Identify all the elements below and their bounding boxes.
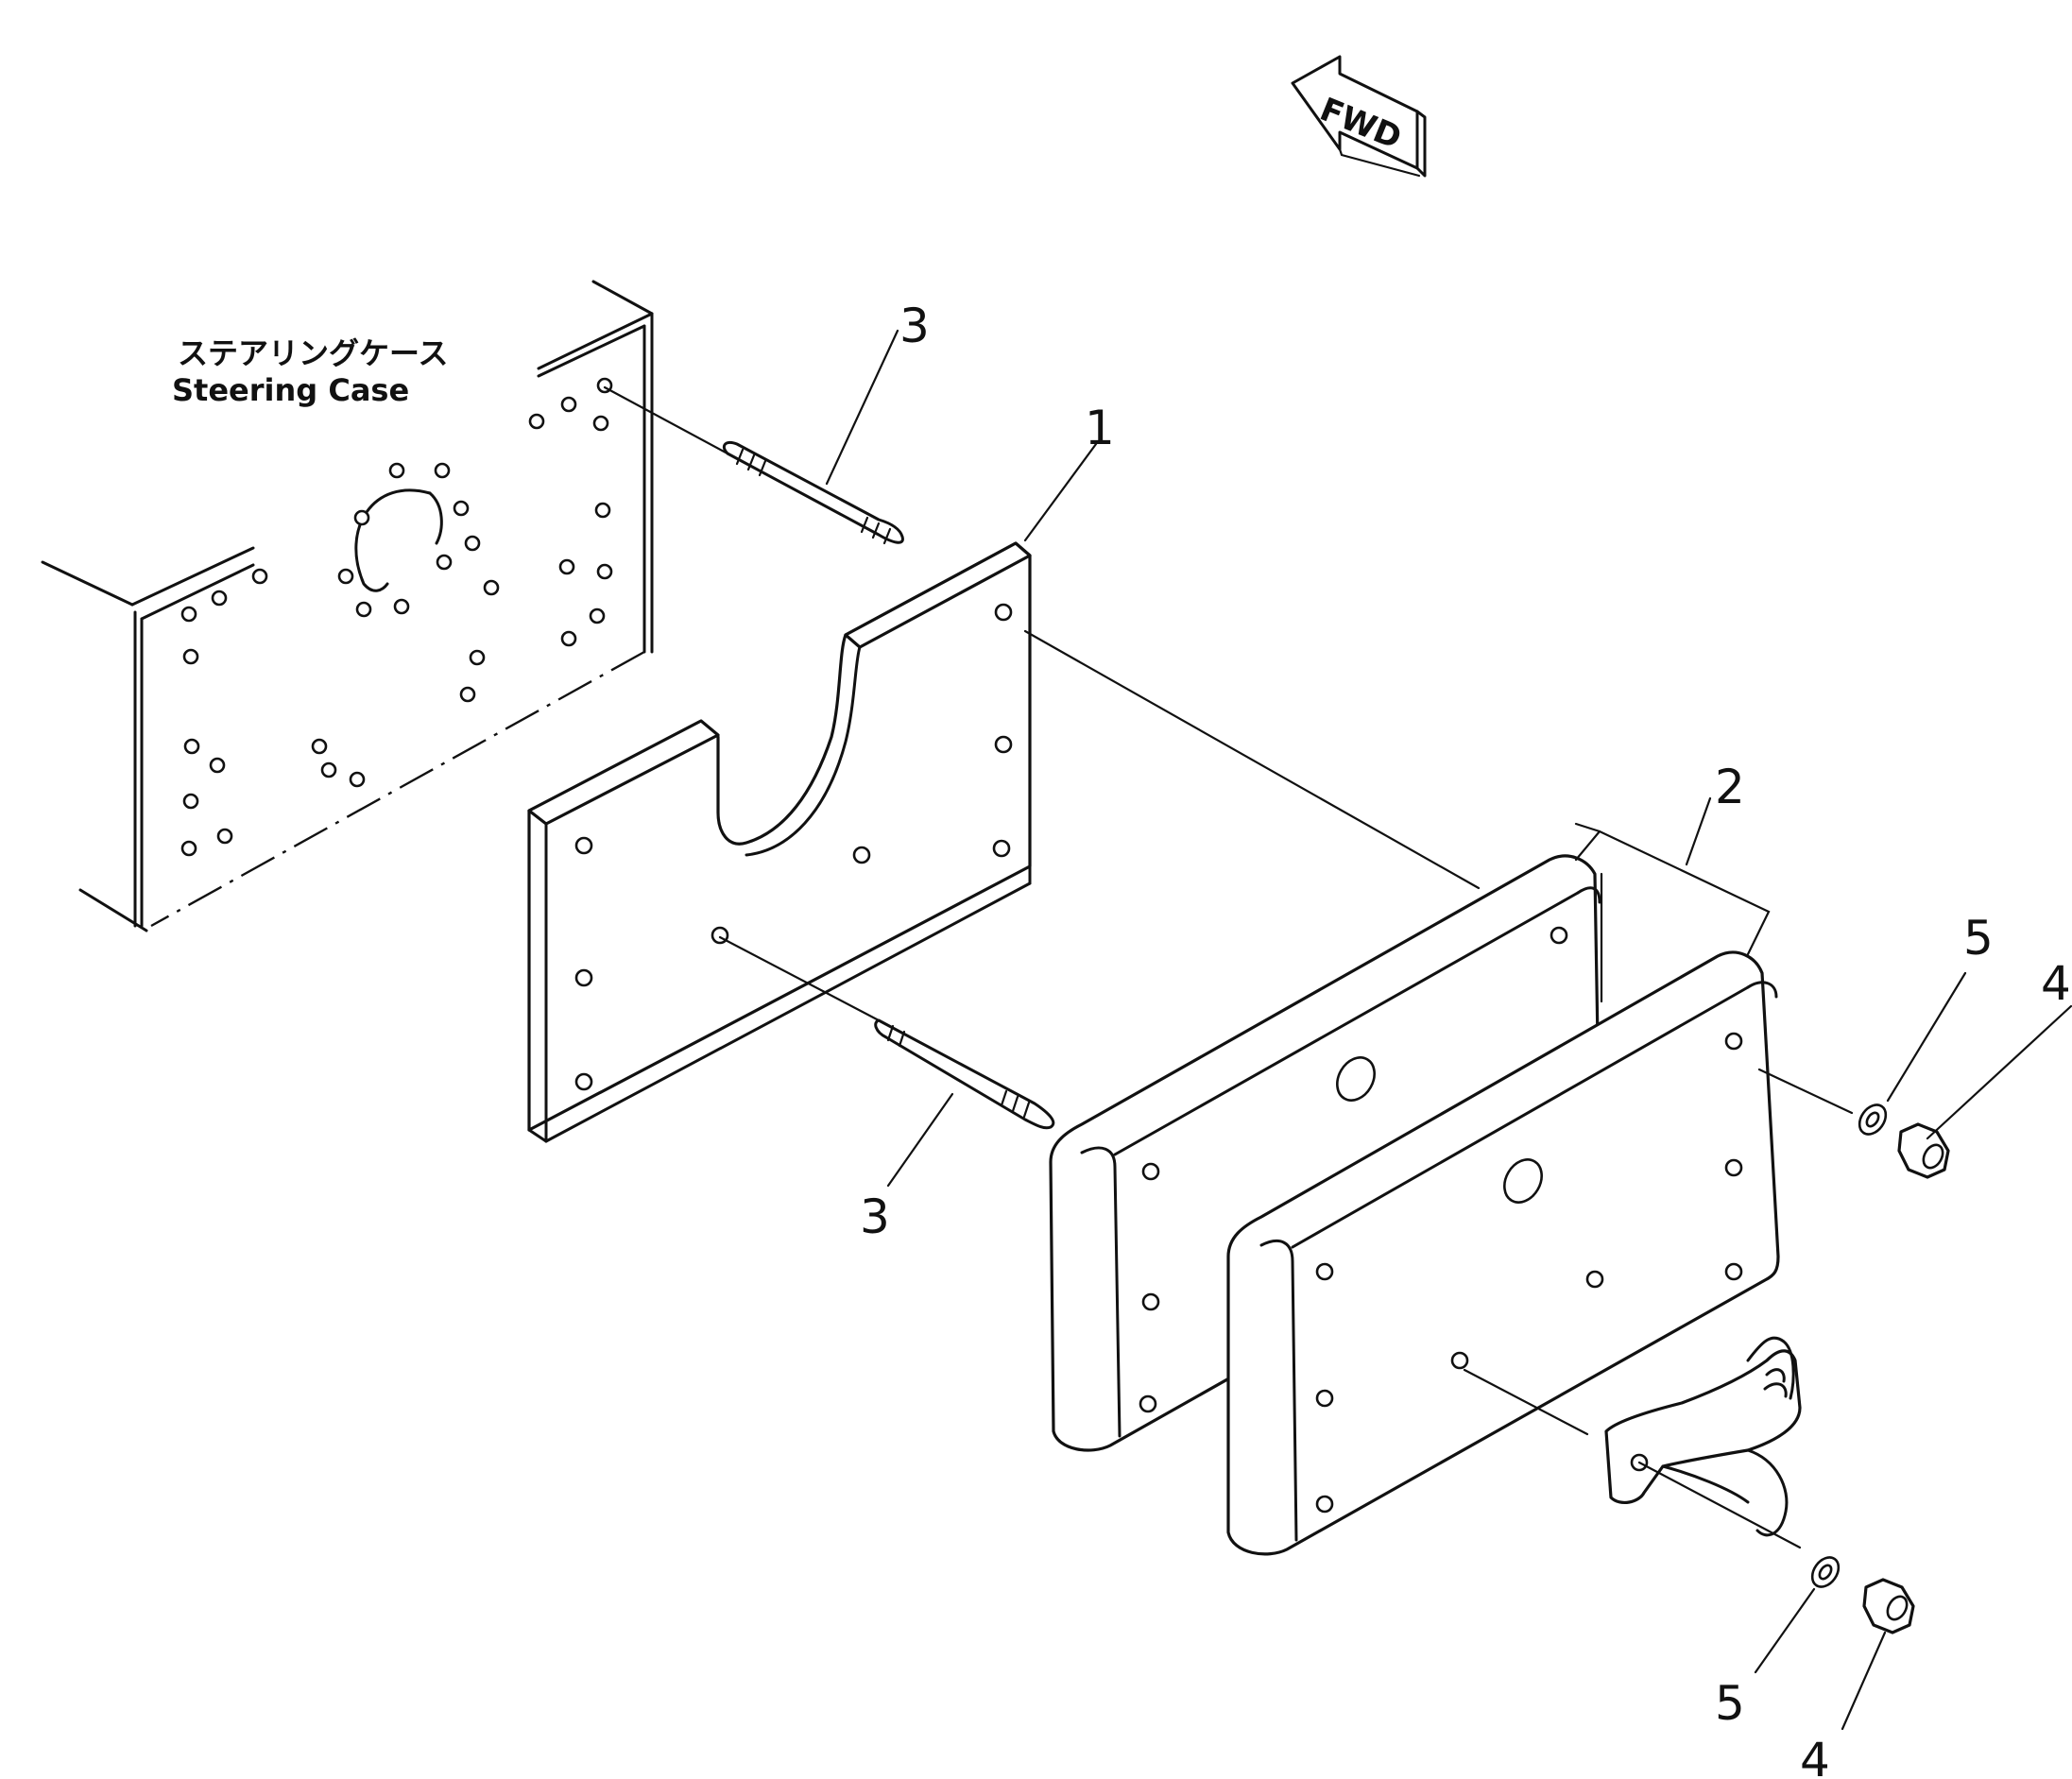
callout-number-5-upper: 5 [1963, 911, 1994, 966]
steering-case-label-jp: ステアリングケース [178, 335, 448, 371]
callout-number-4-lower: 4 [1800, 1733, 1830, 1779]
washer-upper [1757, 1068, 1888, 1136]
alignment-line [1023, 629, 1481, 890]
plate-part-2-front [1226, 950, 1780, 1556]
callout-number-4-upper: 4 [2041, 956, 2071, 1011]
nut-upper [1897, 1122, 1950, 1179]
fwd-arrow-icon: FWD [1291, 55, 1427, 178]
nut-lower [1862, 1578, 1915, 1634]
leader-line [825, 329, 899, 486]
plate-part-2-back [1049, 854, 1601, 1452]
steering-case [41, 280, 654, 932]
case-bolt-holes [180, 377, 613, 857]
steering-case-label-en: Steering Case [172, 372, 409, 408]
callout-number-2: 2 [1715, 760, 1745, 814]
bracket [1463, 1336, 1802, 1549]
callout-number-5-lower: 5 [1715, 1676, 1745, 1731]
washer-lower [1810, 1556, 1841, 1588]
callout-number-1: 1 [1085, 401, 1115, 455]
callout-number-3-top: 3 [899, 299, 930, 353]
plate-part-1 [527, 541, 1032, 1143]
stud-bolt-upper [603, 385, 904, 545]
callout-number-3-bottom: 3 [860, 1189, 890, 1244]
stud-bolt-lower [718, 935, 1055, 1130]
